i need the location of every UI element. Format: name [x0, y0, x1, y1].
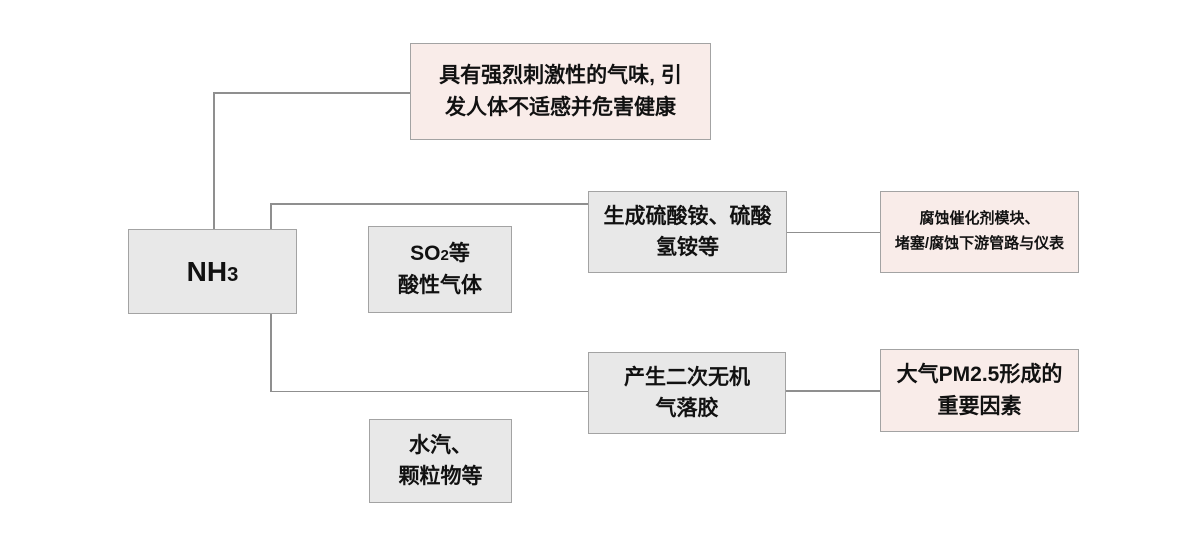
so2-acidic-gas-node: SO2等 酸性气体	[368, 226, 512, 313]
corrosion-text-line2: 堵塞/腐蚀下游管路与仪表	[894, 235, 1065, 252]
corrosion-effect-box: 腐蚀催化剂模块、 堵塞/腐蚀下游管路与仪表	[880, 191, 1079, 273]
odor-text-line1: 具有强烈刺激性的气味, 引	[439, 64, 682, 87]
moisture-text-line1: 水汽、	[409, 433, 472, 457]
secondary-aerosol-node: 产生二次无机 气落胶	[588, 352, 786, 434]
aerosol-text-line1: 产生二次无机	[624, 365, 750, 389]
connector-sulfate-corrosion	[787, 231, 880, 233]
moisture-text-line2: 颗粒物等	[398, 465, 483, 488]
odor-text-line2: 发人体不适感并危害健康	[445, 95, 676, 119]
odor-health-effect-box: 具有强烈刺激性的气味, 引 发人体不适感并危害健康	[410, 43, 711, 140]
pm25-effect-box: 大气PM2.5形成的 重要因素	[880, 349, 1079, 432]
water-vapor-node: 水汽、 颗粒物等	[369, 419, 512, 503]
corrosion-text-line1: 腐蚀催化剂模块、	[919, 210, 1040, 228]
so2-text-line1: SO2等	[410, 242, 470, 265]
connector-nh3-sulfate-vertical	[270, 203, 272, 229]
ammonium-sulfate-node: 生成硫酸铵、硫酸 氢铵等	[588, 191, 787, 273]
connector-nh3-odor-horizontal	[213, 92, 410, 94]
connector-aerosol-pm25	[786, 390, 880, 392]
nh3-node: NH3	[128, 229, 297, 314]
connector-nh3-odor-vertical	[213, 92, 215, 229]
connector-nh3-sulfate-horizontal	[270, 203, 588, 205]
connector-nh3-aerosol-vertical	[270, 314, 272, 392]
sulfate-text-line1: 生成硫酸铵、硫酸	[603, 204, 772, 228]
connector-nh3-aerosol-horizontal	[270, 390, 588, 392]
nh3-label: NH3	[186, 255, 239, 287]
sulfate-text-line2: 氢铵等	[656, 236, 719, 259]
pm25-text-line1: 大气PM2.5形成的	[896, 363, 1063, 386]
pm25-text-line2: 重要因素	[937, 394, 1022, 418]
aerosol-text-line2: 气落胶	[655, 397, 719, 420]
so2-text-line2: 酸性气体	[398, 273, 482, 297]
